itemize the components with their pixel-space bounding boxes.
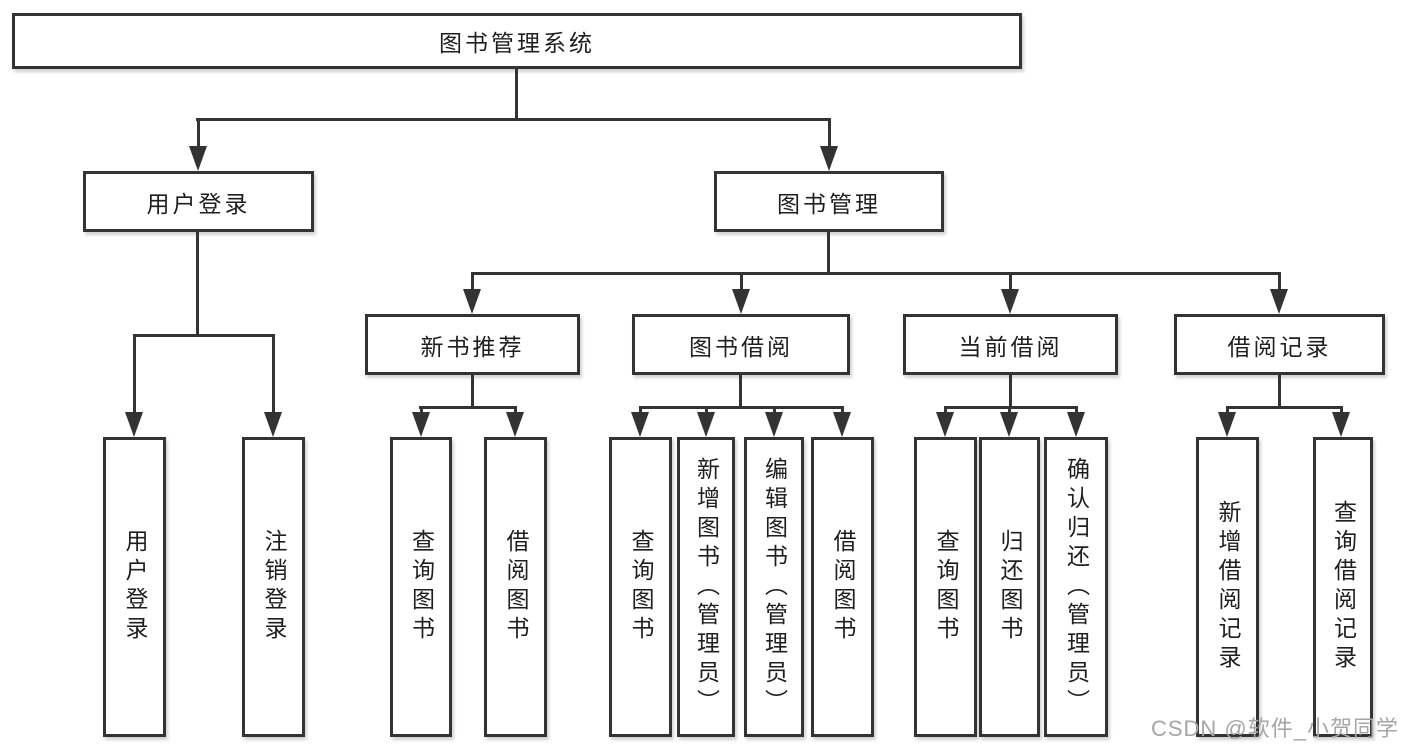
arrow-to-book-mgmt bbox=[820, 121, 839, 171]
node-book-mgmt: 图书管理 bbox=[714, 171, 944, 232]
node-leaf-br-query-label: 查询借阅记录 bbox=[1330, 500, 1357, 674]
node-leaf-cb-query-label: 查询图书 bbox=[933, 529, 959, 645]
node-leaf-bb-query: 查询图书 bbox=[609, 437, 672, 737]
arrow-to-nb-query bbox=[412, 409, 431, 437]
connector-root-bar bbox=[196, 118, 831, 121]
arrow-to-book-borrow bbox=[732, 275, 751, 314]
node-leaf-cb-confirm: 确认归还（管理员） bbox=[1044, 437, 1108, 737]
node-leaf-logout-label: 注销登录 bbox=[261, 529, 287, 645]
node-leaf-bb-borrow-label: 借阅图书 bbox=[830, 529, 856, 645]
connector-new-book-rec-bar bbox=[419, 406, 517, 409]
node-leaf-logout: 注销登录 bbox=[242, 437, 305, 737]
node-leaf-nb-borrow-label: 借阅图书 bbox=[503, 529, 529, 645]
csdn-watermark: CSDN @软件_小贺同学 bbox=[1150, 716, 1399, 741]
connector-borrow-record-bar bbox=[1226, 406, 1343, 409]
node-leaf-br-add-label: 新增借阅记录 bbox=[1215, 500, 1241, 674]
node-leaf-cb-query: 查询图书 bbox=[914, 437, 977, 737]
node-user-login: 用户登录 bbox=[83, 171, 314, 232]
connector-book-mgmt-stem bbox=[827, 229, 830, 275]
connector-current-borrow-bar bbox=[944, 406, 1078, 409]
node-book-borrow-label: 图书借阅 bbox=[689, 333, 793, 360]
connector-root-stem bbox=[515, 66, 518, 121]
node-leaf-bb-edit: 编辑图书（管理员） bbox=[744, 437, 804, 737]
node-leaf-nb-query: 查询图书 bbox=[390, 437, 452, 737]
node-leaf-user-login-label: 用户登录 bbox=[122, 529, 148, 645]
node-user-login-label: 用户登录 bbox=[146, 190, 251, 217]
node-leaf-bb-add: 新增图书（管理员） bbox=[677, 437, 735, 737]
arrow-to-bb-edit bbox=[765, 409, 784, 437]
arrow-to-bb-borrow bbox=[833, 409, 852, 437]
arrow-to-bb-query bbox=[631, 409, 650, 437]
node-leaf-nb-borrow: 借阅图书 bbox=[484, 437, 547, 737]
node-new-book-rec-label: 新书推荐 bbox=[420, 333, 525, 360]
arrow-to-bb-add bbox=[697, 409, 716, 437]
connector-user-login-bar bbox=[133, 334, 275, 337]
node-leaf-bb-borrow: 借阅图书 bbox=[811, 437, 874, 737]
arrow-to-cb-return bbox=[1000, 409, 1019, 437]
connector-book-mgmt-bar bbox=[471, 272, 1281, 275]
node-root-label: 图书管理系统 bbox=[439, 30, 595, 56]
node-book-mgmt-label: 图书管理 bbox=[777, 190, 881, 217]
node-current-borrow: 当前借阅 bbox=[903, 314, 1118, 375]
node-leaf-bb-query-label: 查询图书 bbox=[628, 529, 654, 645]
node-root: 图书管理系统 bbox=[12, 13, 1022, 69]
connector-new-book-rec-stem bbox=[471, 372, 474, 409]
node-borrow-record: 借阅记录 bbox=[1174, 314, 1385, 375]
arrow-to-user-login bbox=[189, 121, 208, 171]
node-book-borrow: 图书借阅 bbox=[632, 314, 850, 375]
node-leaf-user-login: 用户登录 bbox=[103, 437, 166, 737]
node-leaf-nb-query-label: 查询图书 bbox=[408, 529, 435, 645]
node-leaf-cb-return: 归还图书 bbox=[979, 437, 1040, 737]
node-new-book-rec: 新书推荐 bbox=[365, 314, 580, 375]
connector-book-borrow-bar bbox=[639, 406, 844, 409]
node-leaf-bb-edit-label: 编辑图书（管理员） bbox=[761, 456, 788, 718]
arrow-to-new-book-rec bbox=[463, 275, 482, 314]
arrow-to-leaf-logout bbox=[264, 337, 283, 437]
node-borrow-record-label: 借阅记录 bbox=[1227, 333, 1332, 360]
node-leaf-br-add: 新增借阅记录 bbox=[1196, 437, 1259, 737]
connector-current-borrow-stem bbox=[1009, 372, 1012, 409]
connector-borrow-record-stem bbox=[1278, 372, 1281, 409]
node-leaf-br-query: 查询借阅记录 bbox=[1313, 437, 1373, 737]
arrow-to-cb-confirm bbox=[1067, 409, 1086, 437]
node-leaf-cb-return-label: 归还图书 bbox=[997, 529, 1023, 645]
arrow-to-br-query bbox=[1332, 409, 1351, 437]
node-current-borrow-label: 当前借阅 bbox=[958, 333, 1063, 360]
arrow-to-borrow-record bbox=[1270, 275, 1289, 314]
arrow-to-nb-borrow bbox=[506, 409, 525, 437]
node-leaf-bb-add-label: 新增图书（管理员） bbox=[693, 456, 720, 718]
arrow-to-cb-query bbox=[936, 409, 955, 437]
connector-book-borrow-stem bbox=[739, 372, 742, 409]
node-leaf-cb-confirm-label: 确认归还（管理员） bbox=[1063, 456, 1090, 718]
arrow-to-leaf-user-login bbox=[125, 337, 144, 437]
arrow-to-current-borrow bbox=[1001, 275, 1020, 314]
arrow-to-br-add bbox=[1218, 409, 1237, 437]
connector-user-login-stem bbox=[196, 229, 199, 337]
